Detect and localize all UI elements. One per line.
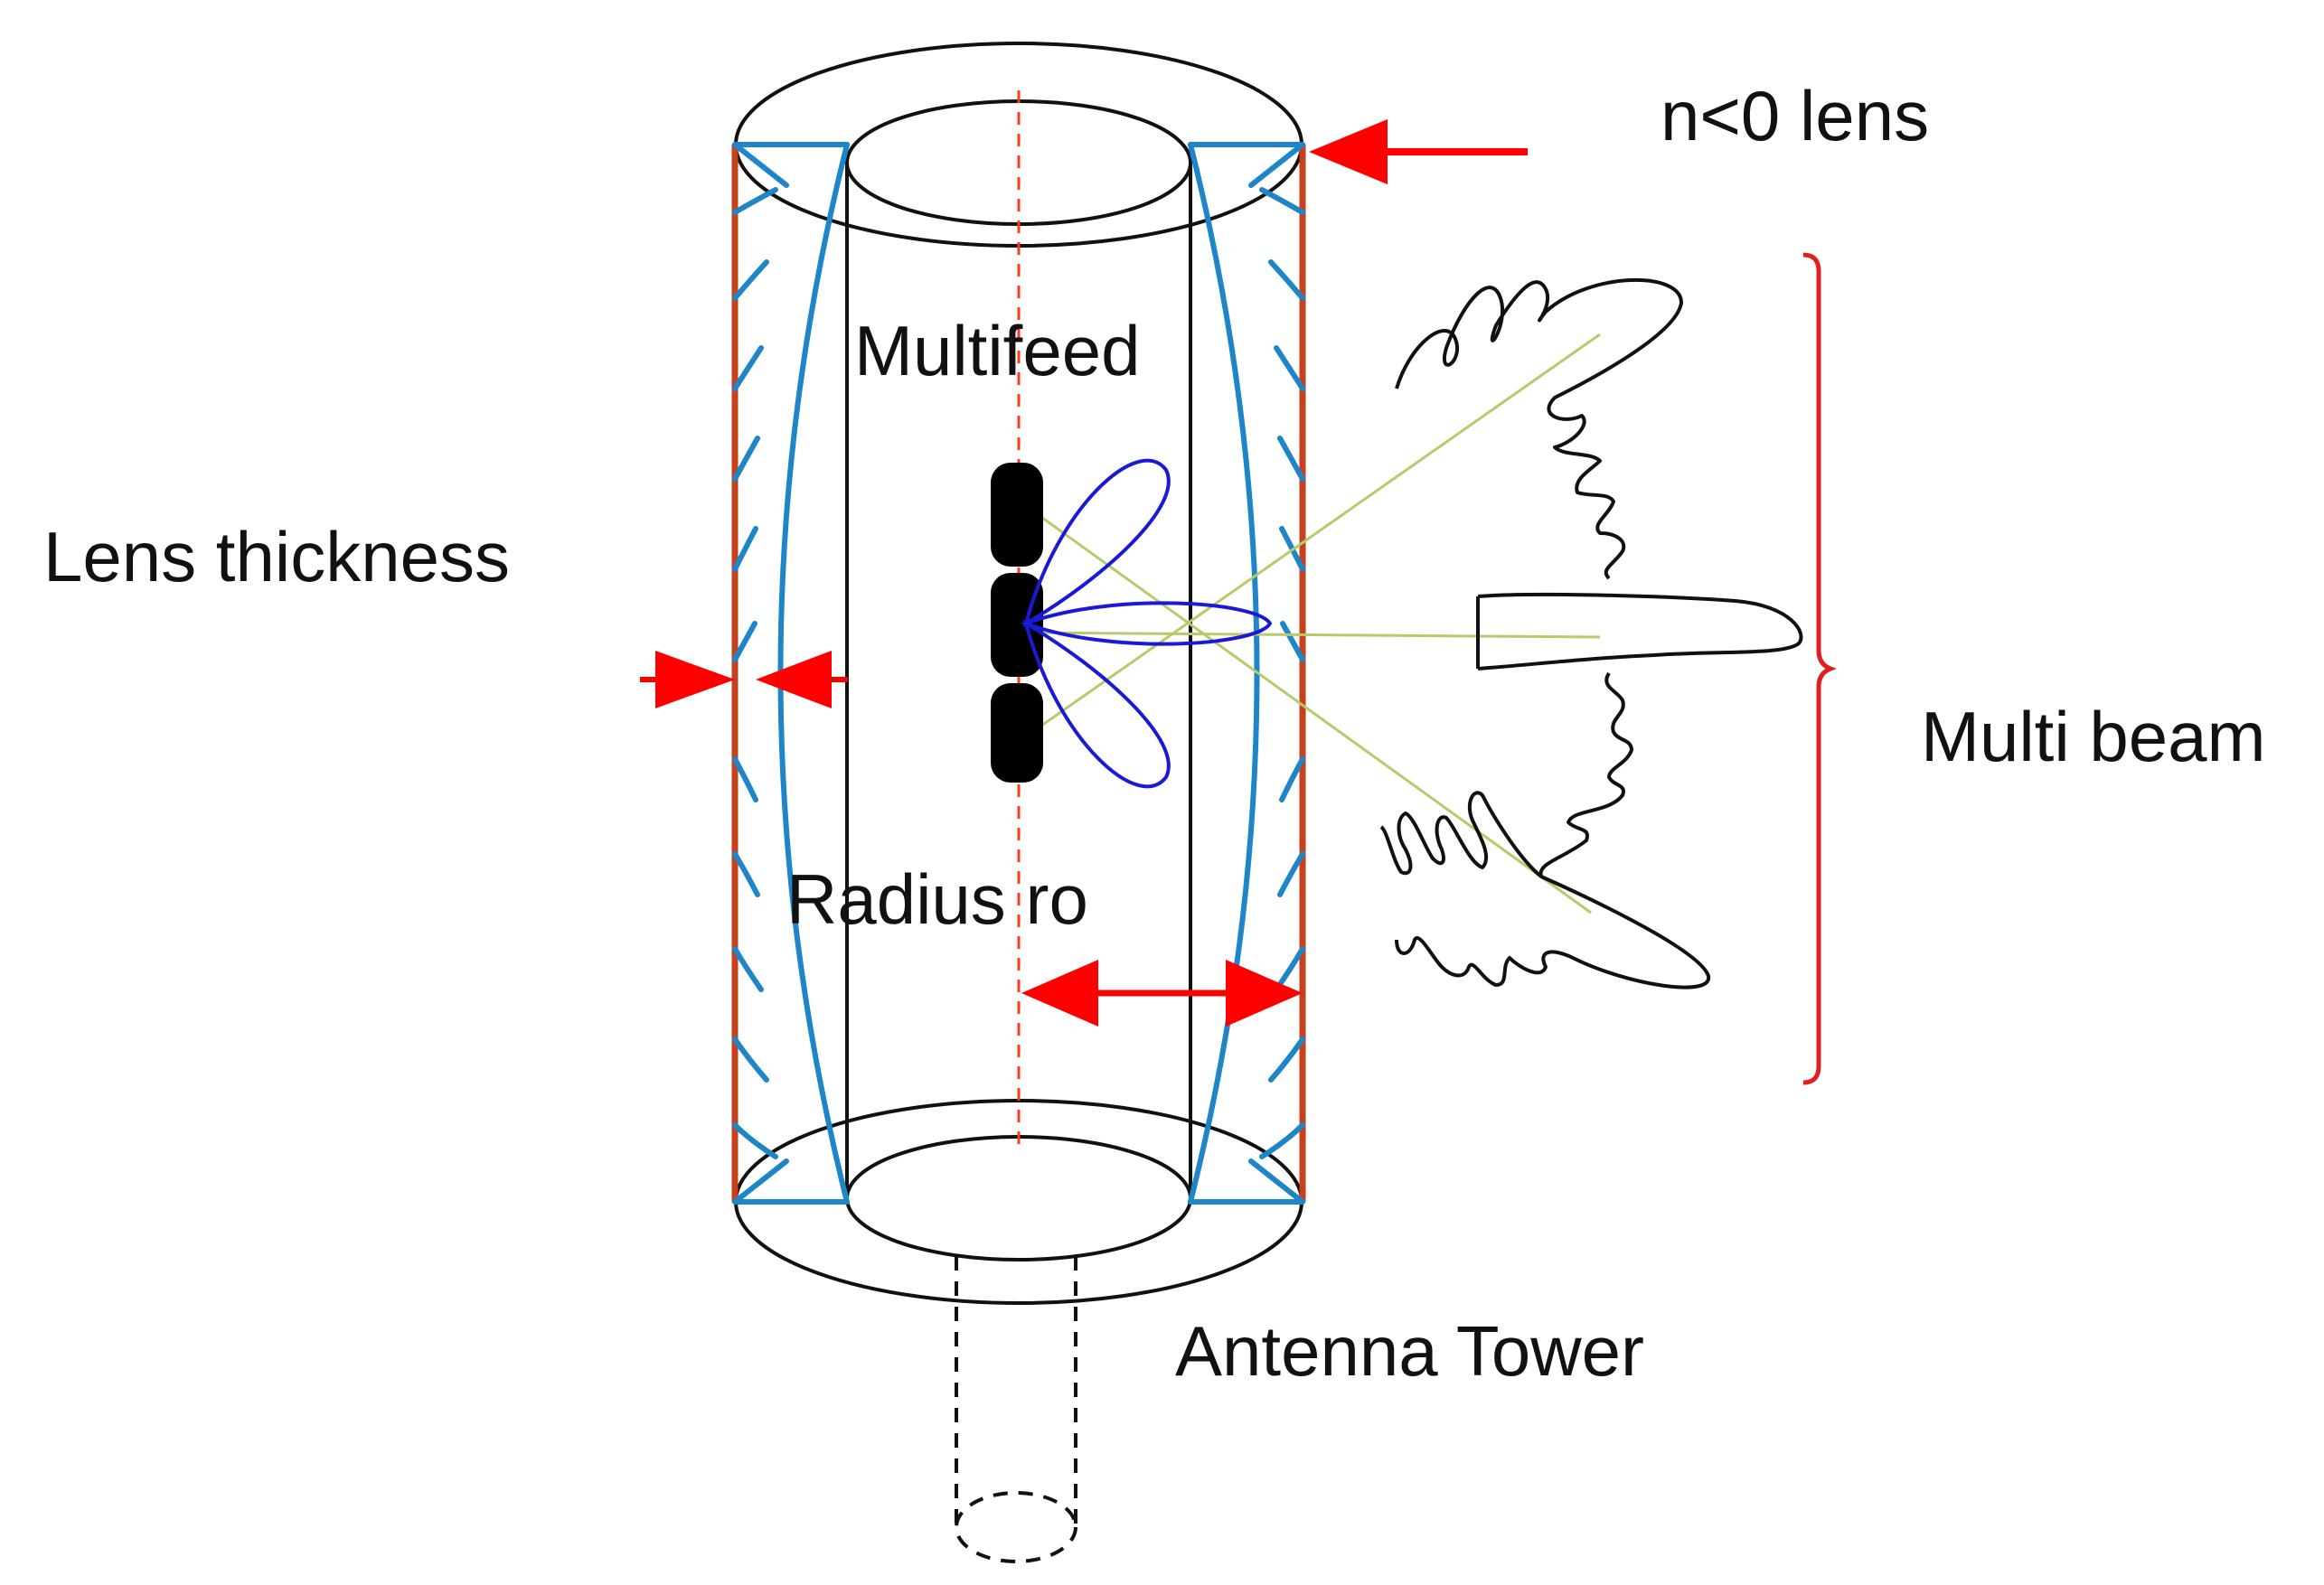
multifeed-label: Multifeed xyxy=(854,311,1141,390)
antenna-tower-label: Antenna Tower xyxy=(1175,1311,1644,1391)
feed-beams xyxy=(1021,458,1273,789)
feed-element-2 xyxy=(991,573,1043,677)
inner-bottom-ellipse xyxy=(845,1135,1192,1261)
multifeed-array xyxy=(991,463,1043,783)
beam-pattern-upper xyxy=(1395,277,1683,580)
lens-thickness-arrows xyxy=(640,651,848,708)
lens-pointer-arrow xyxy=(1309,119,1528,184)
feed-element-1 xyxy=(991,463,1043,567)
lens-shell-edges xyxy=(731,145,1306,1202)
beam-axes xyxy=(1025,333,1601,914)
feed-element-3 xyxy=(991,683,1043,783)
feed-beam-lower xyxy=(1022,619,1171,789)
beam-pattern-center xyxy=(1476,592,1803,671)
feed-beam-upper xyxy=(1022,458,1171,628)
radius-arrow xyxy=(1021,960,1303,1027)
beam-pattern-lower xyxy=(1379,671,1711,989)
lens-profile xyxy=(732,142,1305,1205)
feed-beam-center xyxy=(1021,601,1273,646)
antenna-tower-shape xyxy=(955,1256,1077,1563)
multi-beam-patterns xyxy=(1379,277,1803,989)
lens-thickness-label: Lens thickness xyxy=(43,517,510,596)
radius-label: Radius ro xyxy=(786,859,1088,939)
multi-beam-bracket xyxy=(1802,252,1837,1085)
lens-type-label: n<0 lens xyxy=(1661,76,1929,155)
multi-beam-label: Multi beam xyxy=(1921,697,2265,776)
